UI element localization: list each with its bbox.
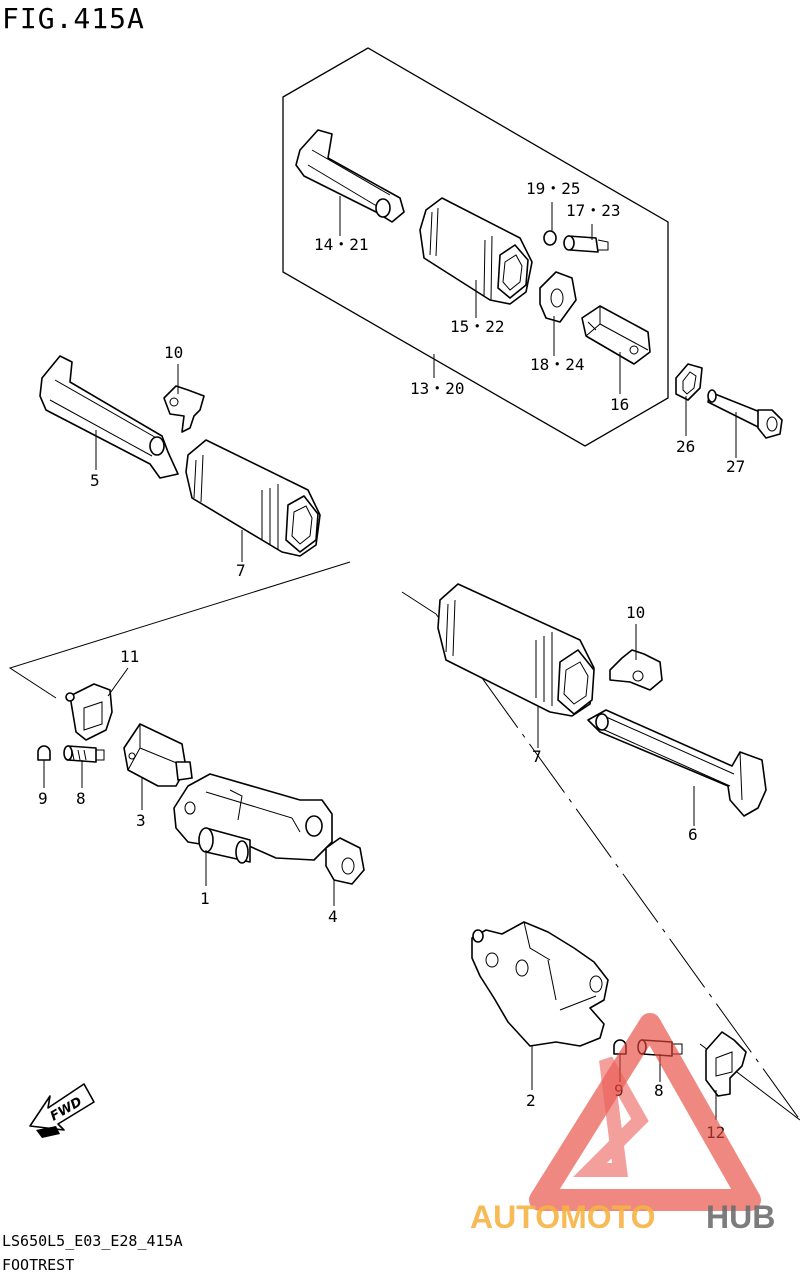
callout-7-right: 7	[532, 747, 542, 766]
callout-16: 16	[610, 395, 629, 414]
part-16-bracket	[581, 305, 651, 365]
part-12-cover	[705, 1031, 747, 1097]
part-3-clevis	[123, 723, 193, 787]
figure-code: LS650L5_E03_E28_415A	[2, 1232, 183, 1250]
callout-10-right: 10	[626, 603, 645, 622]
callout-13-20: 13・20	[410, 379, 465, 398]
callout-26: 26	[676, 437, 695, 456]
part-7-rubber-left	[185, 439, 321, 557]
logo-text-automoto: AUTOMOTO	[470, 1199, 655, 1235]
part-1-bracket	[173, 773, 333, 864]
part-9-pin-left	[37, 745, 51, 761]
part-14-21-footrest-bar	[295, 129, 405, 223]
part-11-cover	[65, 683, 113, 741]
callout-19-25: 19・25	[526, 179, 581, 198]
callout-11: 11	[120, 647, 139, 666]
logo-text-hub: HUB	[706, 1199, 775, 1235]
part-15-22-rubber	[419, 197, 533, 305]
callout-4: 4	[328, 907, 338, 926]
callout-27: 27	[726, 457, 745, 476]
callout-9-left: 9	[38, 789, 48, 808]
assembly-line-left	[8, 561, 351, 699]
callout-1: 1	[200, 889, 210, 908]
part-26-washer	[675, 363, 703, 401]
figure-name: FOOTREST	[2, 1256, 75, 1274]
part-2-bracket	[471, 921, 609, 1047]
leader-lines	[43, 196, 737, 1120]
callout-18-24: 18・24	[530, 355, 585, 374]
callout-17-23: 17・23	[566, 201, 621, 220]
callout-3: 3	[136, 811, 146, 830]
part-10-clip-left	[163, 385, 205, 433]
part-17-23-pin	[563, 235, 609, 253]
assembly-line-right	[401, 591, 437, 615]
part-5-footrest-bar	[39, 355, 179, 479]
automotohub-logo: AUTOMOTO HUB	[470, 1013, 775, 1235]
callout-7-left: 7	[236, 561, 246, 580]
part-8-pin-left	[63, 745, 105, 763]
callout-5: 5	[90, 471, 100, 490]
fwd-arrow-icon: FWD	[29, 1083, 95, 1138]
assembly-line-right-dash	[435, 613, 800, 1121]
figure-title: FIG.415A	[2, 2, 145, 35]
part-27-bolt	[707, 389, 783, 439]
part-18-24-plate	[539, 271, 577, 323]
part-7-rubber-right	[437, 583, 595, 717]
part-10-clip-right	[609, 649, 663, 691]
part-4-nut	[325, 837, 365, 885]
kit-outline-box	[282, 47, 669, 447]
callout-6: 6	[688, 825, 698, 844]
part-6-footrest-bar	[587, 709, 767, 817]
callout-8-right: 8	[654, 1081, 664, 1100]
callout-8-left: 8	[76, 789, 86, 808]
callout-14-21: 14・21	[314, 235, 369, 254]
callout-2: 2	[526, 1091, 536, 1110]
part-19-25-pin	[543, 230, 557, 246]
callout-10-left: 10	[164, 343, 183, 362]
callout-15-22: 15・22	[450, 317, 505, 336]
